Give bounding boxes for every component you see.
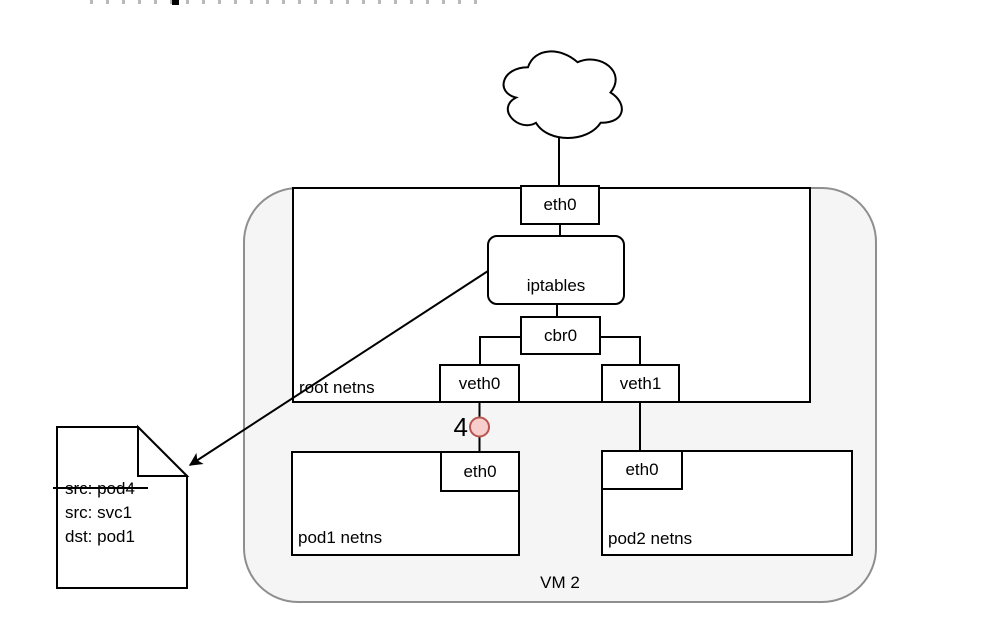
pod1-netns-label: pod1 netns bbox=[298, 528, 383, 547]
iptables-label: iptables bbox=[526, 276, 586, 295]
pod2-netns-label: pod2 netns bbox=[608, 529, 693, 548]
packet-note-src-new: src: svc1 bbox=[65, 503, 133, 522]
cropped-heading-fragment bbox=[90, 0, 478, 4]
pod1-eth0-box: eth0 bbox=[440, 451, 520, 492]
packet-note-strikethrough bbox=[53, 487, 148, 489]
veth1-label: veth1 bbox=[619, 373, 662, 393]
veth0-label: veth0 bbox=[458, 373, 501, 393]
iptables-box: iptables bbox=[487, 235, 625, 305]
root-eth0-box: eth0 bbox=[520, 185, 600, 225]
packet-note-src-old: src: pod4 bbox=[65, 479, 180, 499]
pod2-eth0-label: eth0 bbox=[625, 460, 659, 479]
cropped-heading-fragment-bold bbox=[172, 0, 179, 5]
step-marker-number: 4 bbox=[453, 412, 468, 442]
veth0-box: veth0 bbox=[439, 364, 520, 403]
vm2-label: VM 2 bbox=[540, 573, 580, 592]
cbr0-box: cbr0 bbox=[520, 316, 601, 355]
pod1-eth0-label: eth0 bbox=[463, 461, 497, 481]
root-netns-label: root netns bbox=[299, 378, 375, 397]
packet-note-fold-icon bbox=[137, 424, 190, 477]
packet-note-dst: dst: pod1 bbox=[65, 527, 135, 546]
veth1-box: veth1 bbox=[601, 364, 680, 403]
pod1-netns-box: pod1 netns bbox=[291, 451, 520, 556]
internet-cloud-icon bbox=[502, 50, 623, 139]
pod2-eth0-box: eth0 bbox=[601, 450, 683, 490]
cbr0-label: cbr0 bbox=[543, 325, 578, 345]
root-eth0-label: eth0 bbox=[543, 195, 577, 214]
